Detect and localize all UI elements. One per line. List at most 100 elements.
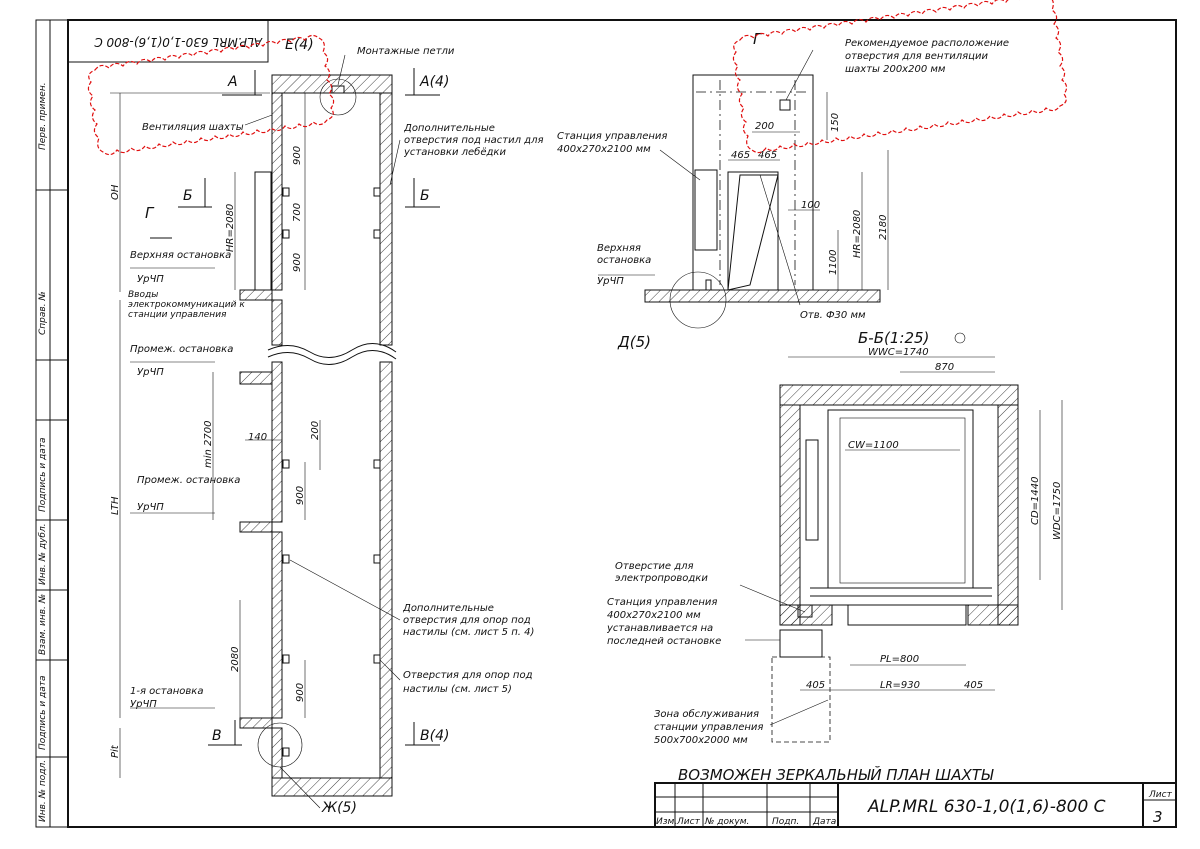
- dim-WWC: WWC=1740: [868, 347, 929, 358]
- control-station-plan: [779, 629, 823, 658]
- car-outline: [827, 409, 974, 589]
- shaft-pit-slab: [271, 777, 393, 797]
- plan-wall-front-left: [779, 604, 833, 626]
- slab-first-stop: [239, 717, 273, 729]
- vent-hole-G: [779, 99, 791, 111]
- dim-150-G: 150: [830, 113, 841, 132]
- dim-200: 200: [310, 421, 321, 440]
- sidebar-vzam-inv: Взам. инв. №: [38, 594, 48, 655]
- label-upper-stop-G: Верхняя остановка: [597, 243, 652, 266]
- label-holes-supports: Отверстия для опор под настилы (см. лист…: [403, 670, 533, 695]
- car-inner: [839, 417, 966, 584]
- dim-200-G: 200: [755, 121, 774, 132]
- sidebar-inner: [49, 19, 69, 828]
- top-stamp-text: ALP.MRL 630-1,0(1,6)-800 C: [94, 35, 263, 49]
- title-block: [654, 782, 1177, 828]
- label-Zh: Ж(5): [321, 800, 357, 816]
- plan-wall-front-right: [967, 604, 1019, 626]
- dim-900-d: 900: [295, 683, 306, 702]
- left-wall-1: [271, 92, 283, 291]
- tb-podp: Подп.: [772, 817, 799, 827]
- plan-wall-top: [779, 384, 1019, 406]
- dim-870: 870: [935, 362, 954, 373]
- tb-doc-no: № докум.: [704, 817, 749, 827]
- label-wiring-hole: Отверстие для электропроводки: [615, 561, 708, 584]
- tb-sheet-no: 3: [1153, 808, 1163, 826]
- dim-2080: 2080: [230, 647, 241, 672]
- plan-view: [739, 332, 1063, 743]
- label-shaft-vent: Вентиляция шахты: [142, 122, 244, 133]
- shaft-section: [110, 54, 440, 809]
- detail-circle-D: [669, 271, 727, 329]
- slab-interm-2: [239, 521, 273, 533]
- label-vent-recommended: Рекомендуемое расположение отверстия для…: [845, 38, 1010, 75]
- sidebar-podpis-data-2: Подпись и дата: [38, 675, 48, 750]
- dim-140: 140: [248, 432, 267, 443]
- sidebar-sprav-no: Справ. №: [38, 291, 48, 335]
- dim-LR: LR=930: [880, 680, 920, 691]
- label-G-view: Г: [753, 30, 763, 48]
- label-urchp-2: УрЧП: [137, 367, 164, 378]
- label-urchp-1: УрЧП: [137, 274, 164, 285]
- dim-1100-G: 1100: [828, 250, 839, 275]
- sidebar-perv-primen: Перв. примен.: [38, 82, 48, 150]
- tb-list-label: Лист: [1148, 790, 1173, 800]
- service-zone: [771, 656, 831, 743]
- dim-CW: CW=1100: [848, 440, 899, 451]
- left-wall-4: [271, 531, 283, 719]
- revision-cloud-right: [732, 0, 1068, 154]
- label-G: Г: [145, 204, 155, 222]
- right-wall-lower: [379, 361, 393, 779]
- plan-wall-right: [997, 404, 1019, 626]
- label-plan-title: Б-Б(1:25): [858, 329, 929, 347]
- label-urchp-G: УрЧП: [597, 276, 624, 287]
- left-wall-2: [271, 299, 283, 346]
- label-B-right: Б: [420, 188, 430, 204]
- label-interm-stop-2: Промеж. остановка: [137, 475, 240, 486]
- label-V-left: В: [212, 728, 222, 744]
- floor-slab-G: [644, 289, 881, 303]
- top-stamp-box: [67, 19, 269, 63]
- label-ctrl-station-plan: Станция управления 400х270х2100 мм устан…: [607, 597, 722, 647]
- label-inputs: Вводы электрокоммуникаций к станции упра…: [128, 290, 245, 320]
- tb-data: Дата: [812, 817, 836, 827]
- label-first-stop: 1-я остановка: [130, 686, 203, 697]
- left-wall-3: [271, 361, 283, 523]
- label-min2700: min 2700: [203, 421, 214, 469]
- label-urchp-4: УрЧП: [130, 699, 157, 710]
- revision-cloud-left: [87, 34, 335, 156]
- right-wall-upper: [379, 92, 393, 346]
- label-view-E: Е(4): [285, 37, 314, 53]
- dim-900-c: 900: [295, 486, 306, 505]
- label-Pit: Pit: [110, 744, 121, 758]
- label-interm-stop-1: Промеж. остановка: [130, 344, 233, 355]
- label-service-zone: Зона обслуживания станции управления 500…: [654, 709, 764, 746]
- label-HR-G: HR=2080: [852, 210, 863, 258]
- label-extra-holes-supports: Дополнительные отверстия для опор под на…: [403, 603, 535, 638]
- counterweight: [805, 439, 819, 541]
- tb-list: Лист: [676, 817, 701, 827]
- label-A-left: А: [227, 74, 238, 90]
- label-B-left: Б: [183, 188, 193, 204]
- label-LTH: LTH: [110, 496, 121, 515]
- sidebar-podpis-data-1: Подпись и дата: [38, 437, 48, 512]
- label-upper-stop: Верхняя остановка: [130, 250, 231, 261]
- dim-2180-G: 2180: [878, 215, 889, 240]
- left-wall-5: [271, 727, 283, 779]
- sidebar-inv-dubl: Инв. № дубл.: [38, 523, 48, 585]
- label-OH: OH: [110, 184, 121, 200]
- slab-interm-1: [239, 371, 273, 385]
- dim-WDC: WDC=1750: [1052, 482, 1063, 540]
- label-hole-30: Отв. Ф30 мм: [800, 310, 866, 321]
- dim-100-G: 100: [801, 200, 820, 211]
- tb-izm: Изм.: [656, 817, 677, 827]
- dim-405-b: 405: [964, 680, 983, 691]
- label-ctrl-station-G: Станция управления 400х270х2100 мм: [557, 131, 668, 155]
- label-A-right: А(4): [419, 74, 449, 90]
- label-HR: HR=2080: [225, 204, 236, 252]
- label-D5: Д(5): [617, 333, 651, 351]
- dim-465-b: 465: [758, 150, 777, 161]
- dim-405-a: 405: [806, 680, 825, 691]
